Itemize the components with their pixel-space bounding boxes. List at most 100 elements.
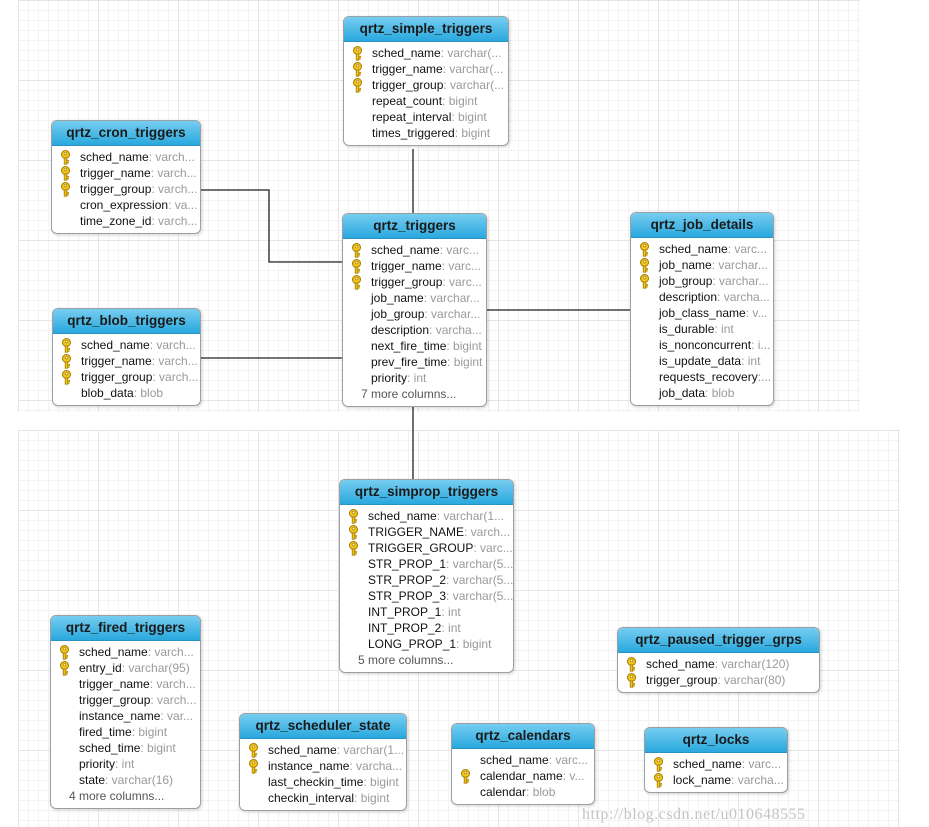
table-fired[interactable]: qrtz_fired_triggers sched_name: varch...e… bbox=[50, 615, 201, 809]
table-title[interactable]: qrtz_scheduler_state bbox=[240, 714, 406, 739]
table-title[interactable]: qrtz_blob_triggers bbox=[53, 309, 200, 334]
column-row[interactable]: calendar: blob bbox=[452, 784, 594, 800]
table-title[interactable]: qrtz_paused_trigger_grps bbox=[618, 628, 819, 653]
column-row[interactable]: job_group: varchar... bbox=[631, 273, 773, 289]
column-row[interactable]: description: varcha... bbox=[631, 289, 773, 305]
column-row[interactable]: STR_PROP_1: varchar(5... bbox=[340, 556, 513, 572]
column-row[interactable]: times_triggered: bigint bbox=[344, 125, 508, 141]
column-row[interactable]: lock_name: varcha... bbox=[645, 772, 787, 788]
column-row[interactable]: sched_time: bigint bbox=[51, 740, 200, 756]
column-row[interactable]: prev_fire_time: bigint bbox=[343, 354, 486, 370]
table-title[interactable]: qrtz_fired_triggers bbox=[51, 616, 200, 641]
column-row[interactable]: time_zone_id: varch... bbox=[52, 213, 200, 229]
column-name: trigger_group bbox=[79, 693, 151, 707]
table-simprop[interactable]: qrtz_simprop_triggers sched_name: varchar… bbox=[339, 479, 514, 673]
column-row[interactable]: trigger_group: varch... bbox=[53, 369, 200, 385]
column-row[interactable]: calendar_name: v... bbox=[452, 768, 594, 784]
column-row[interactable]: job_data: blob bbox=[631, 385, 773, 401]
column-row[interactable]: instance_name: varcha... bbox=[240, 758, 406, 774]
column-row[interactable]: job_group: varchar... bbox=[343, 306, 486, 322]
column-row[interactable]: job_name: varchar... bbox=[631, 257, 773, 273]
table-jobdetails[interactable]: qrtz_job_details sched_name: varc...job_n… bbox=[630, 212, 774, 406]
primary-key-icon bbox=[654, 757, 663, 772]
column-row[interactable]: trigger_name: varch... bbox=[53, 353, 200, 369]
column-row[interactable]: cron_expression: va... bbox=[52, 197, 200, 213]
column-row[interactable]: sched_name: varc... bbox=[343, 242, 486, 258]
column-name: cron_expression bbox=[80, 198, 169, 212]
column-row[interactable]: trigger_name: varc... bbox=[343, 258, 486, 274]
column-name: INT_PROP_1 bbox=[368, 605, 442, 619]
column-row[interactable]: LONG_PROP_1: bigint bbox=[340, 636, 513, 652]
table-scheduler[interactable]: qrtz_scheduler_state sched_name: varchar(… bbox=[239, 713, 407, 811]
table-title[interactable]: qrtz_simprop_triggers bbox=[340, 480, 513, 505]
more-columns-link[interactable]: 4 more columns... bbox=[69, 789, 165, 803]
column-row[interactable]: repeat_count: bigint bbox=[344, 93, 508, 109]
column-name: LONG_PROP_1 bbox=[368, 637, 457, 651]
column-name: times_triggered bbox=[372, 126, 455, 140]
column-row[interactable]: fired_time: bigint bbox=[51, 724, 200, 740]
column-row[interactable]: TRIGGER_GROUP: varc... bbox=[340, 540, 513, 556]
table-locks[interactable]: qrtz_locks sched_name: varc...lock_name: … bbox=[644, 727, 788, 793]
column-row[interactable]: repeat_interval: bigint bbox=[344, 109, 508, 125]
table-title[interactable]: qrtz_simple_triggers bbox=[344, 17, 508, 42]
column-row[interactable]: trigger_group: varch... bbox=[52, 181, 200, 197]
column-row[interactable]: STR_PROP_2: varchar(5... bbox=[340, 572, 513, 588]
column-row[interactable]: next_fire_time: bigint bbox=[343, 338, 486, 354]
column-row[interactable]: requests_recovery:... bbox=[631, 369, 773, 385]
more-columns-link[interactable]: 5 more columns... bbox=[358, 653, 454, 667]
column-row[interactable]: trigger_name: varch... bbox=[51, 676, 200, 692]
primary-key-icon bbox=[352, 275, 361, 290]
column-row[interactable]: trigger_group: varchar(80) bbox=[618, 672, 819, 688]
column-row[interactable]: sched_name: varchar(1... bbox=[340, 508, 513, 524]
column-row[interactable]: trigger_name: varch... bbox=[52, 165, 200, 181]
column-row[interactable]: is_nonconcurrent: i... bbox=[631, 337, 773, 353]
column-row[interactable]: priority: int bbox=[51, 756, 200, 772]
column-row[interactable]: blob_data: blob bbox=[53, 385, 200, 401]
column-row[interactable]: priority: int bbox=[343, 370, 486, 386]
table-title[interactable]: qrtz_triggers bbox=[343, 214, 486, 239]
column-row[interactable]: TRIGGER_NAME: varch... bbox=[340, 524, 513, 540]
table-columns: sched_name: varchar(120)trigger_group: v… bbox=[618, 653, 819, 692]
column-row[interactable]: state: varchar(16) bbox=[51, 772, 200, 788]
column-row[interactable]: INT_PROP_1: int bbox=[340, 604, 513, 620]
column-row[interactable]: trigger_group: varc... bbox=[343, 274, 486, 290]
column-row[interactable]: sched_name: varchar(120) bbox=[618, 656, 819, 672]
column-row[interactable]: sched_name: varc... bbox=[631, 241, 773, 257]
column-row[interactable]: trigger_group: varch... bbox=[51, 692, 200, 708]
column-row[interactable]: last_checkin_time: bigint bbox=[240, 774, 406, 790]
table-title[interactable]: qrtz_calendars bbox=[452, 724, 594, 749]
column-row[interactable]: sched_name: varch... bbox=[53, 337, 200, 353]
primary-key-icon bbox=[627, 657, 636, 672]
column-row[interactable]: instance_name: var... bbox=[51, 708, 200, 724]
table-title[interactable]: qrtz_job_details bbox=[631, 213, 773, 238]
column-row[interactable]: INT_PROP_2: int bbox=[340, 620, 513, 636]
column-row[interactable]: sched_name: varch... bbox=[51, 644, 200, 660]
column-row[interactable]: trigger_name: varchar(... bbox=[344, 61, 508, 77]
column-row[interactable]: trigger_group: varchar(... bbox=[344, 77, 508, 93]
table-title[interactable]: qrtz_cron_triggers bbox=[52, 121, 200, 146]
table-simple[interactable]: qrtz_simple_triggers sched_name: varchar(… bbox=[343, 16, 509, 146]
column-row[interactable]: job_name: varchar... bbox=[343, 290, 486, 306]
column-row[interactable]: STR_PROP_3: varchar(5... bbox=[340, 588, 513, 604]
column-row[interactable]: is_update_data: int bbox=[631, 353, 773, 369]
column-row[interactable]: sched_name: varc... bbox=[452, 752, 594, 768]
column-row[interactable]: description: varcha... bbox=[343, 322, 486, 338]
column-type: : int bbox=[115, 757, 135, 771]
column-row[interactable]: sched_name: varch... bbox=[52, 149, 200, 165]
column-name: is_durable bbox=[659, 322, 715, 336]
column-row[interactable]: checkin_interval: bigint bbox=[240, 790, 406, 806]
column-row[interactable]: entry_id: varchar(95) bbox=[51, 660, 200, 676]
column-name: last_checkin_time bbox=[268, 775, 364, 789]
more-columns-link[interactable]: 7 more columns... bbox=[361, 387, 457, 401]
column-row[interactable]: is_durable: int bbox=[631, 321, 773, 337]
table-title[interactable]: qrtz_locks bbox=[645, 728, 787, 753]
column-row[interactable]: sched_name: varchar(... bbox=[344, 45, 508, 61]
column-row[interactable]: job_class_name: v... bbox=[631, 305, 773, 321]
column-row[interactable]: sched_name: varchar(1... bbox=[240, 742, 406, 758]
column-row[interactable]: sched_name: varc... bbox=[645, 756, 787, 772]
